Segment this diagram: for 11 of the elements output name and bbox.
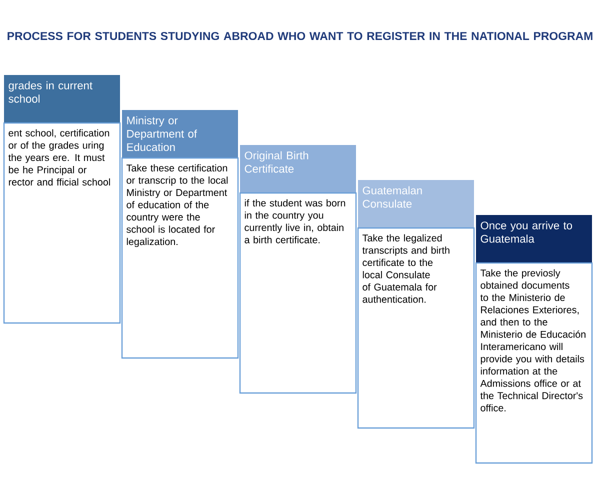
title: PROCESS FOR STUDENTS STUDYING ABROAD WHO WANT TO REGISTER IN THE NATIONAL PROGRAM xyxy=(8,32,592,40)
step-box: Once you arrive to Guatemala Take the previosly obtained documents to the Ministerio de Relaciones Exteriores, and then to the Ministerio de Educación Interamericano will provide you with details information at the Admissions office or at the Technical Director's office. xyxy=(475,215,593,464)
step-box: grades in current school ent school, certification or of the grades uring the years ere. It must be he Principal or rector and fficial school xyxy=(3,75,121,324)
node-label: Ministry or Department of Education xyxy=(127,116,198,152)
step-box: Guatemalan Consulate Take the legalized transcripts and birth certificate to the local Consulate of Guatemala for authentication. xyxy=(357,180,475,429)
node-label: Guatemalan Consulate xyxy=(362,186,422,208)
step-box: Original Birth Certificate if the student was born in the country you currently live in, obtain a birth certificate. xyxy=(239,145,357,394)
node-label: Once you arrive to Guatemala xyxy=(480,221,572,243)
node-label: grades in current school xyxy=(8,81,92,103)
step-box: Ministry or Department of Education Take these certification or transcrip to the local Ministry or Department of education of the country were the school is located for legalization. xyxy=(121,110,239,359)
node-label: Original Birth Certificate xyxy=(244,151,308,173)
